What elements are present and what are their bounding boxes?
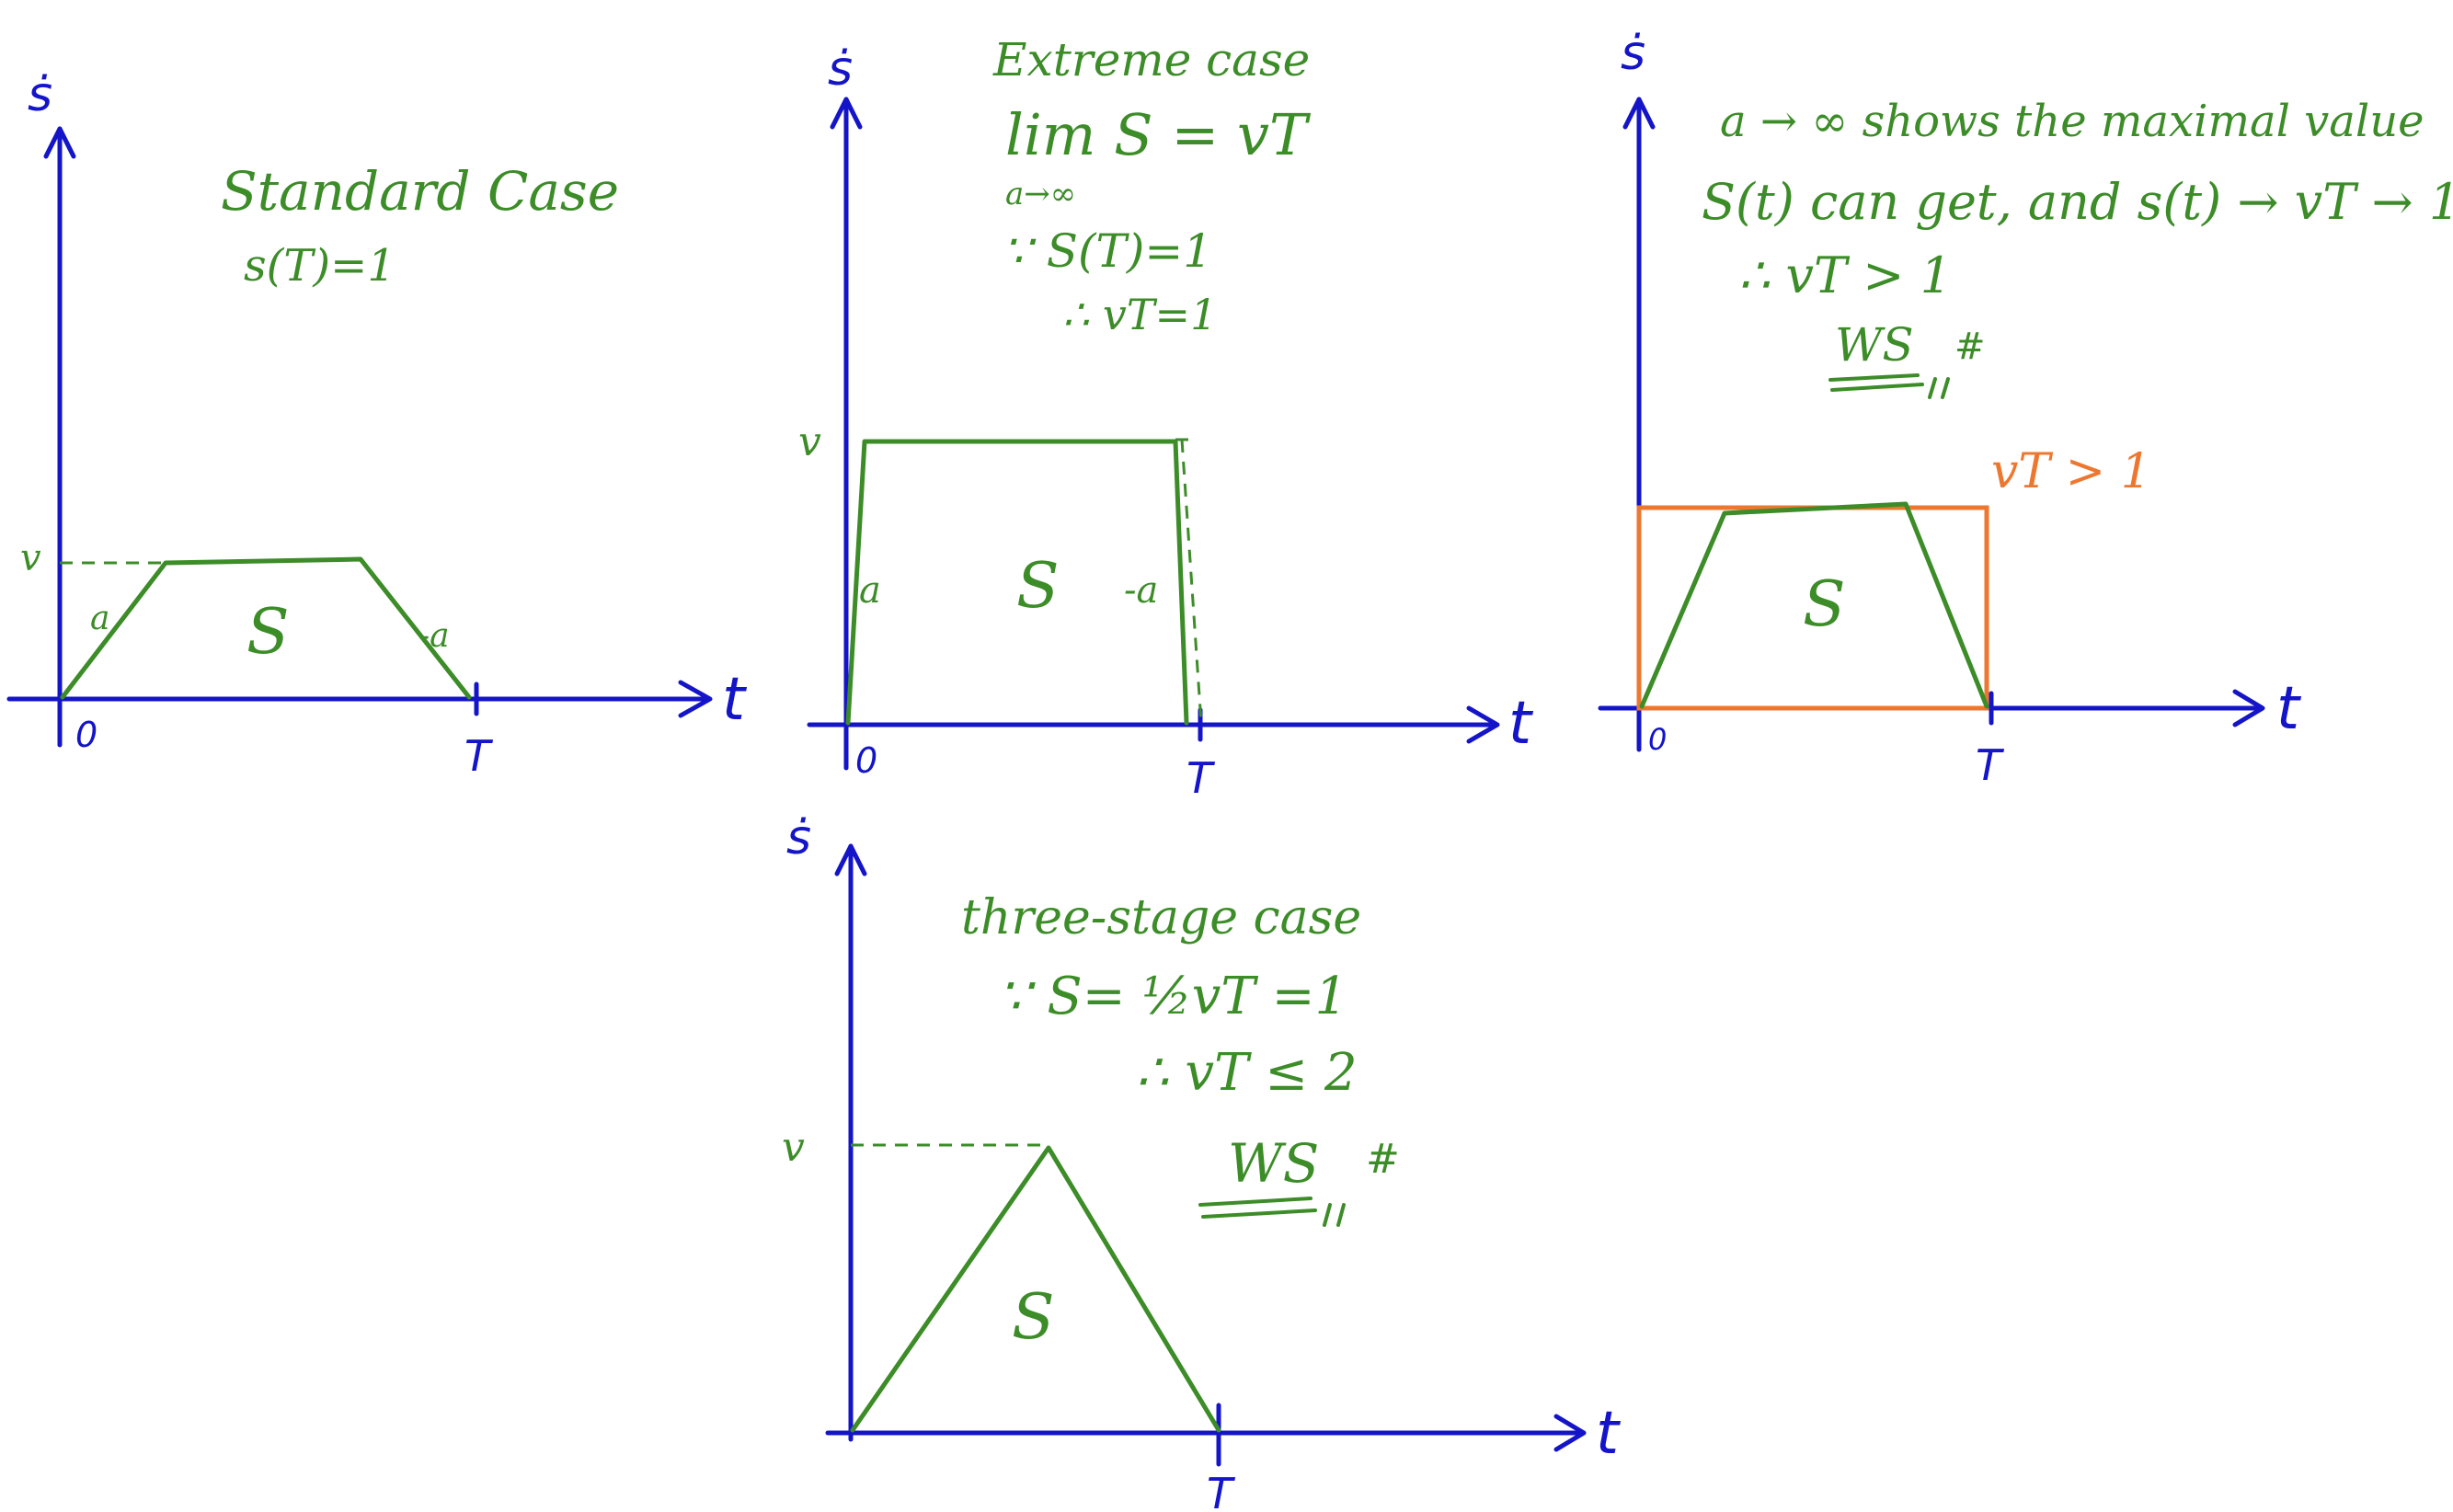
p3-therefore-line: ∴ vT > 1	[1738, 246, 1952, 304]
p3-area-label: S	[1803, 568, 1846, 641]
p2-y-arrowhead	[830, 97, 863, 130]
p4-because-line: ∵ S= ½vT =1	[998, 967, 1347, 1026]
p4-hash-mark: #	[1366, 1136, 1400, 1183]
p3-y-arrowhead	[1622, 97, 1656, 130]
p4-v-tick-label: v	[782, 1124, 805, 1171]
p3-origin-label: 0	[1648, 722, 1667, 757]
p1-y-axis-label: ṡ	[28, 67, 52, 122]
p2-v-tick-label: v	[798, 418, 821, 465]
p1-title: Standard Case	[221, 160, 619, 223]
p2-near-rectangle-curve	[845, 439, 1189, 726]
p1-origin-label: 0	[75, 715, 97, 755]
p3-ws-underline	[1828, 373, 1950, 399]
p2-slope-up-label: a	[859, 569, 881, 612]
p4-title: three-stage case	[961, 890, 1361, 945]
panel-three-stage-case: ṡ t T v S three-stage case ∵ S= ½vT =1 ∴…	[782, 810, 1622, 1512]
p3-trapezoid-curve	[1639, 501, 1989, 709]
p1-x-arrowhead	[678, 680, 713, 718]
p1-area-label: S	[246, 596, 290, 669]
p2-slope-down-label: -a	[1124, 569, 1158, 612]
p2-x-arrowhead	[1466, 705, 1500, 744]
p2-because-line: ∵ S(T)=1	[1003, 224, 1212, 278]
p4-therefore-line: ∴ vT ≤ 2	[1136, 1043, 1358, 1103]
p3-t-tick-label: T	[1976, 740, 2005, 790]
p2-x-axis-label: t	[1508, 690, 1534, 758]
panel-maximal-value: ṡ t 0 T S a → ∞ shows the maximal value …	[1598, 26, 2453, 790]
panel-standard-case: ṡ t 0 T v a -a S Standard Case s(T)=1	[6, 67, 748, 781]
p3-hash-mark: #	[1954, 326, 1986, 368]
p1-slope-down-label: -a	[418, 617, 450, 655]
p3-box-label: vT > 1	[1991, 444, 2151, 499]
p3-x-arrowhead	[2232, 689, 2265, 727]
p4-x-axis-label: t	[1596, 1400, 1622, 1468]
p4-x-arrowhead	[1553, 1414, 1587, 1452]
p3-y-axis-label: ṡ	[1621, 26, 1645, 81]
p4-triangle-curve	[850, 1145, 1221, 1433]
p3-x-axis-label: t	[2276, 675, 2302, 743]
p4-t-tick-label: T	[1207, 1469, 1236, 1512]
p4-y-arrowhead	[834, 843, 867, 876]
p1-v-tick-label: v	[20, 537, 41, 579]
p4-ws-underline	[1198, 1197, 1346, 1227]
p2-t-tick-label: T	[1186, 753, 1216, 803]
p2-y-axis-label: ṡ	[828, 41, 853, 97]
p4-y-axis-label: ṡ	[786, 810, 811, 865]
p1-x-axis-label: t	[722, 666, 748, 734]
p1-t-tick-label: T	[464, 731, 494, 781]
p4-ws-mark: WS	[1228, 1132, 1319, 1195]
panel-extreme-case: ṡ t 0 T v a -a S Extreme case lim S = vT…	[798, 33, 1534, 803]
p2-limit-expression: lim S = vT	[1005, 101, 1312, 168]
p1-y-arrowhead	[43, 126, 76, 159]
p3-note-line2: S(t) can get, and s(t) → vT → 1	[1702, 173, 2453, 231]
p1-condition: s(T)=1	[244, 240, 395, 292]
p3-note-line1: a → ∞ shows the maximal value	[1720, 96, 2424, 147]
p2-title: Extreme case	[992, 33, 1310, 86]
p2-limit-subscript: a→∞	[1005, 176, 1076, 212]
p2-origin-label: 0	[855, 740, 877, 781]
p2-area-label: S	[1016, 550, 1060, 623]
p3-ws-mark: WS	[1835, 318, 1914, 372]
p4-area-label: S	[1012, 1281, 1055, 1354]
p2-limit-edge-dashed	[1180, 439, 1203, 724]
p1-slope-up-label: a	[90, 600, 109, 637]
p1-trapezoid-curve	[60, 556, 472, 700]
p2-therefore-line: ∴ vT=1	[1062, 290, 1217, 339]
